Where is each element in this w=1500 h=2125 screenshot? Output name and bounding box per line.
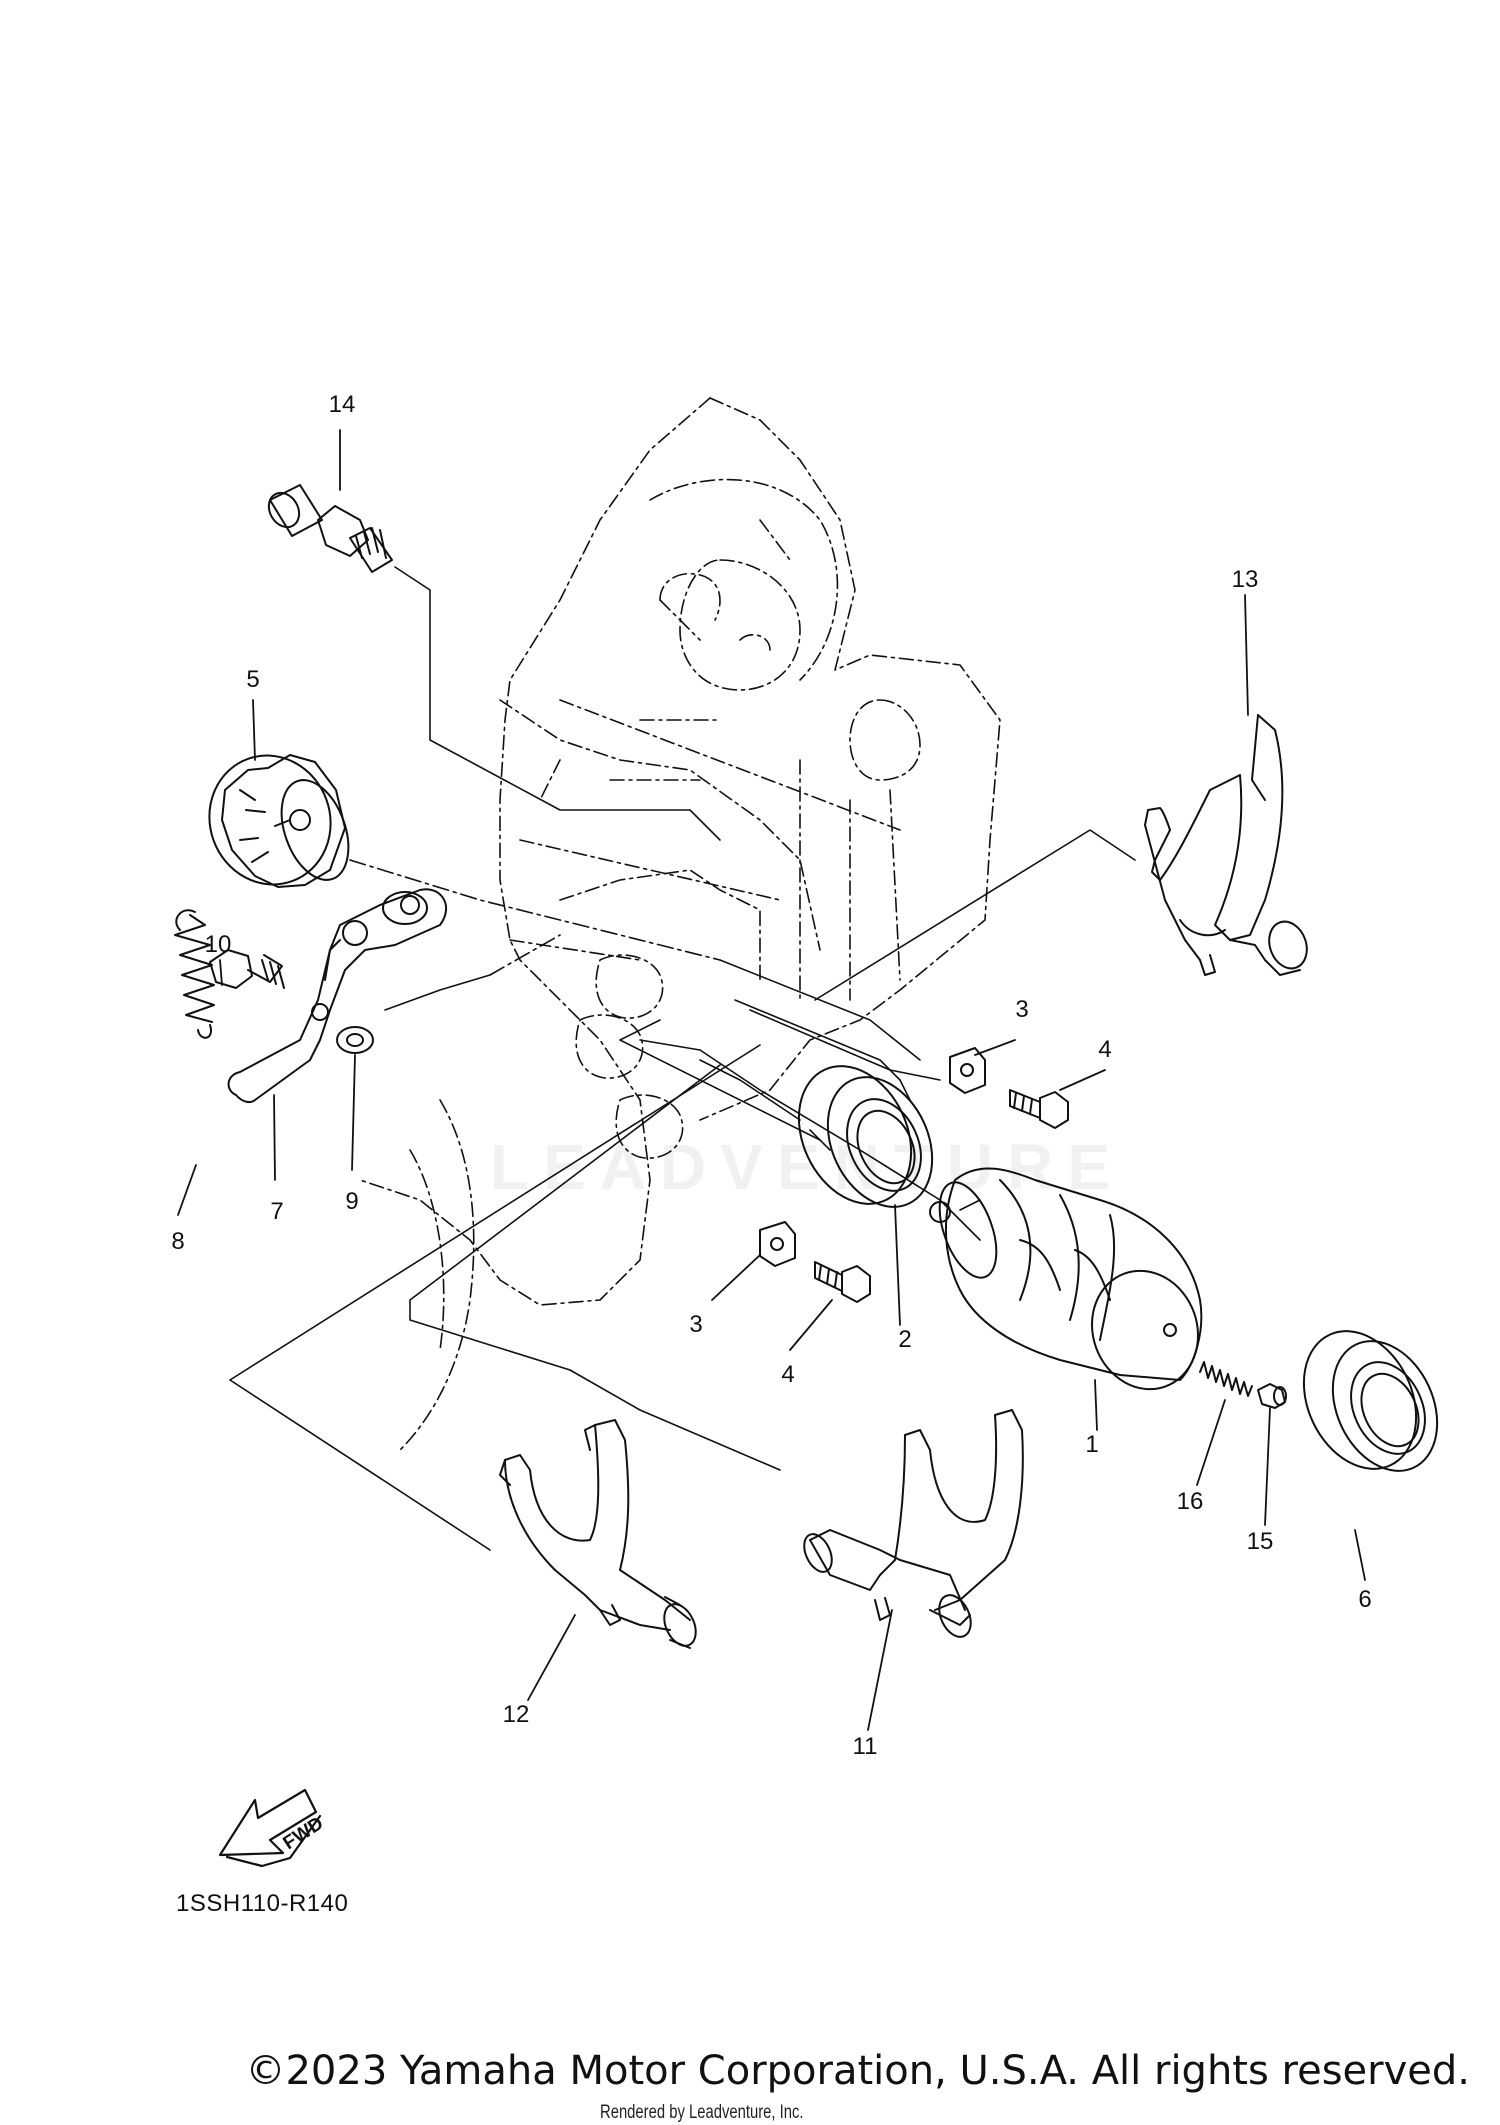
diagram-code: 1SSH110-R140	[176, 1890, 349, 1917]
part-6-bearing[interactable]	[1282, 1313, 1457, 1488]
part-1-shift-drum[interactable]	[928, 1167, 1214, 1404]
part-5-shift-drum-segment[interactable]	[191, 738, 361, 901]
part-4-bolt-upper[interactable]	[1009, 1089, 1069, 1129]
callout-7[interactable]: 7	[270, 1198, 284, 1225]
part-10-bolt[interactable]	[209, 949, 285, 989]
fwd-arrow-icon	[218, 1788, 322, 1868]
callout-4-lower[interactable]: 4	[781, 1361, 795, 1388]
copyright-notice: ©2023 Yamaha Motor Corporation, U.S.A. A…	[245, 2048, 1470, 2094]
callout-8[interactable]: 8	[171, 1228, 185, 1255]
part-4-bolt-lower[interactable]	[814, 1261, 871, 1303]
callout-2[interactable]: 2	[898, 1326, 912, 1353]
part-12-shift-fork[interactable]	[499, 1419, 702, 1651]
callout-5[interactable]: 5	[246, 666, 260, 693]
part-8-spring[interactable]	[174, 909, 215, 1039]
callout-16[interactable]: 16	[1176, 1488, 1204, 1515]
part-7-shift-lever[interactable]	[227, 888, 447, 1104]
callout-11[interactable]: 11	[852, 1733, 878, 1760]
part-13-shift-fork[interactable]	[1144, 714, 1313, 976]
callout-13[interactable]: 13	[1231, 566, 1259, 593]
crankcase-outline	[359, 397, 1001, 1451]
callout-3-lower[interactable]: 3	[689, 1311, 703, 1338]
part-9-washer[interactable]	[336, 1026, 374, 1054]
watermark: LEADVENTURE	[490, 1131, 1125, 1203]
callout-14[interactable]: 14	[328, 391, 356, 418]
callout-leaders	[177, 429, 1366, 1731]
part-16-spring[interactable]	[1199, 1361, 1253, 1397]
leader-lines	[229, 566, 1136, 1551]
callout-9[interactable]: 9	[345, 1188, 359, 1215]
part-15-pin[interactable]	[1257, 1383, 1287, 1409]
callout-1[interactable]: 1	[1085, 1431, 1099, 1458]
part-11-shift-fork[interactable]	[799, 1409, 1024, 1642]
callout-12[interactable]: 12	[502, 1701, 530, 1728]
callout-3-upper[interactable]: 3	[1015, 996, 1029, 1023]
callout-10[interactable]: 10	[204, 931, 232, 958]
part-14-stud-bolt[interactable]	[263, 484, 393, 573]
part-3-retainer-upper[interactable]	[949, 1047, 986, 1094]
callout-15[interactable]: 15	[1246, 1528, 1274, 1555]
callout-6[interactable]: 6	[1358, 1586, 1372, 1613]
part-3-retainer-lower[interactable]	[759, 1221, 796, 1267]
rendered-by-credit: Rendered by Leadventure, Inc.	[600, 2102, 804, 2123]
callout-4-upper[interactable]: 4	[1098, 1036, 1112, 1063]
part-2-bearing[interactable]	[777, 1048, 952, 1224]
